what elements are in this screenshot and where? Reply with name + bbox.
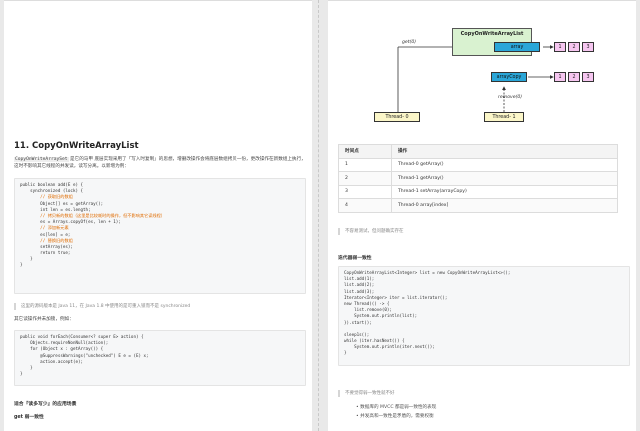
code-line: CopyOnWriteArrayList<Integer> list = new… [344,270,511,275]
code-line: public boolean add(E e) { [20,182,84,187]
code-line: System.out.println(list); [344,313,418,319]
code-line: }).start(); [344,319,372,325]
code-line: sleep1s(); [344,331,370,337]
right-page: CopyOnWriteArrayList array 1 2 3 arrayCo… [328,0,636,431]
table-cell: 3 [338,184,392,199]
scenario-line: 适合『读多写少』的应用场景 [14,402,77,407]
code-line: // 获取旧的数组 [20,194,73,200]
code-line: System.out.println(iter.next()); [344,344,435,350]
bullet-item: • 并发高和一致性是矛盾的，需要权衡 [356,414,434,419]
section-heading: 11. CopyOnWriteArrayList [14,141,139,151]
code-line: Objects.requireNonNull(action); [20,340,109,346]
code-line: // 替换旧的数组 [20,237,73,243]
code-line: } [20,371,23,377]
table-cell: 4 [338,198,392,213]
array-cell: 3 [582,42,594,52]
code-line: while (iter.hasNext()) { [344,338,405,344]
code-line: es[len] = e; [20,231,71,237]
code-line: } [20,262,23,268]
code-line: action.accept(e); [20,358,84,364]
bullet-item: • 数据库的 MVCC 都是弱一致性的表现 [356,405,437,410]
code-line: new Thread(() -> { [344,300,390,306]
intro-text: 是它的马甲 底层实现采用了「写入时复制」的思想，增删改操作会将底层数组拷贝一份，… [14,157,306,169]
table-cell: 1 [338,157,392,172]
code-line: es = Arrays.copyOf(es, len + 1); [20,219,121,225]
code-line: // 添加新元素 [20,225,69,231]
code-line: // 拷贝新的数组（这里是比较耗时的操作，但不影响其它读线程） [20,212,165,218]
copy-cell: 1 [554,72,566,82]
diagram-arrows [397,45,554,112]
code-line: setArray(es); [20,243,73,249]
table-header-cell: 时间点 [338,144,392,159]
code-line: Object[] es = getArray(); [20,200,104,206]
code-line: list.remove(0); [344,307,392,313]
remove-label: remove(0) [498,95,523,100]
thread1-box: Thread- 1 [484,112,524,122]
code-line: } [20,256,33,262]
code-line: for (Object x : getArray()) { [20,346,104,352]
table-cell: 2 [338,171,392,186]
iterator-weak-consistency-heading: 迭代器弱一致性 [338,256,372,261]
array-cell: 1 [554,42,566,52]
note-java-version: 这里的源码版本是 Java 11，在 Java 1.8 中使用的是可重入锁而不是… [14,303,306,310]
code-block-iterator: CopyOnWriteArrayList<Integer> list = new… [338,266,630,366]
intro-paragraph: CopyOnWriteArraySet 是它的马甲 底层实现采用了「写入时复制」… [14,156,306,170]
code-block-add: public boolean add(E e) { synchronized (… [14,178,306,294]
cow-diagram: CopyOnWriteArrayList array 1 2 3 arrayCo… [328,0,636,130]
code-line: list.add(1); [344,276,375,282]
page-gutter [318,0,320,431]
page-top-rule [4,0,312,1]
cow-list-title: CopyOnWriteArrayList [460,31,524,37]
code-line: return true; [20,250,71,256]
thread0-box: Thread- 0 [374,112,420,122]
left-page: 11. CopyOnWriteArrayList CopyOnWriteArra… [4,0,312,431]
code-line: } [20,364,33,370]
table-cell: Thread-0 getArray() [391,157,618,172]
code-line: } [344,350,347,356]
intro-inline-code: CopyOnWriteArraySet [14,157,69,162]
code-line: list.add(3); [344,288,375,294]
copy-cell: 2 [568,72,580,82]
code-line: int len = es.length; [20,206,91,212]
code-line: synchronized (lock) { [20,188,84,194]
table-cell: Thread-1 setArray(arrayCopy) [391,184,618,199]
code-line: Iterator<Integer> iter = list.iterator()… [344,294,448,300]
copy-cell: 3 [582,72,594,82]
note-hard-to-test: 不容易测试，但问题确实存在 [338,228,630,235]
code-line: list.add(2); [344,282,375,288]
code-line: @SuppressWarnings("unchecked") E e = (E)… [20,352,149,358]
array-cell: 2 [568,42,580,52]
read-ops-paragraph: 其它读操作并未加锁，例如： [14,317,74,322]
note-weak-not-bad: 不要觉得弱一致性就不好 [338,390,630,397]
get-weak-consistency-heading: get 弱一致性 [14,415,44,420]
array-field: array [494,42,540,52]
page-top-rule [328,0,636,1]
bullet-text: 数据库的 MVCC 都是弱一致性的表现 [360,405,437,410]
arraycopy-field: arrayCopy [491,72,527,82]
table-header-cell: 操作 [391,144,618,159]
bullet-text: 并发高和一致性是矛盾的，需要权衡 [360,414,434,419]
table-cell: Thread-0 array[index] [391,198,618,213]
get-label: get(0) [402,40,417,45]
table-header-row: 时间点 操作 [338,144,618,159]
table-cell: Thread-1 getArray() [391,171,618,186]
code-line: public void forEach(Consumer<? super E> … [20,334,144,339]
code-block-foreach: public void forEach(Consumer<? super E> … [14,330,306,386]
